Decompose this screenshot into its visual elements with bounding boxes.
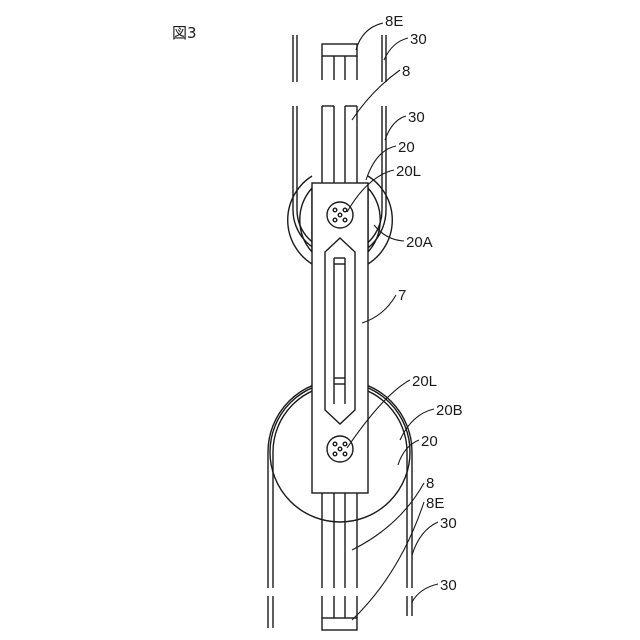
label-30-top-a: 30 xyxy=(410,31,427,48)
label-8-top: 8 xyxy=(402,63,410,80)
label-20l-bottom: 20L xyxy=(412,373,437,390)
end-piece-8e-bottom xyxy=(322,596,357,630)
end-piece-8e-top xyxy=(322,44,357,80)
upper-axle-20l xyxy=(327,202,353,228)
label-20-top: 20 xyxy=(398,139,415,156)
label-30-bottom-b: 30 xyxy=(440,577,457,594)
top-cable-segment xyxy=(293,35,386,82)
label-20l-top: 20L xyxy=(396,163,421,180)
label-20-bottom: 20 xyxy=(421,433,438,450)
figure-title: 図3 xyxy=(172,24,197,42)
label-7: 7 xyxy=(398,287,406,304)
label-8-bottom: 8 xyxy=(426,475,434,492)
label-30-top-b: 30 xyxy=(408,109,425,126)
label-30-bottom-a: 30 xyxy=(440,515,457,532)
label-8e-top: 8E xyxy=(385,13,403,30)
rod-8-upper xyxy=(322,106,357,185)
label-8e-bottom: 8E xyxy=(426,495,444,512)
label-20b: 20B xyxy=(436,402,463,419)
part-labels: 8E 30 8 30 20 20L 20A 7 20L 20B 20 8 8E … xyxy=(385,13,463,594)
label-20a: 20A xyxy=(406,234,433,251)
lower-axle-20l xyxy=(327,436,353,462)
